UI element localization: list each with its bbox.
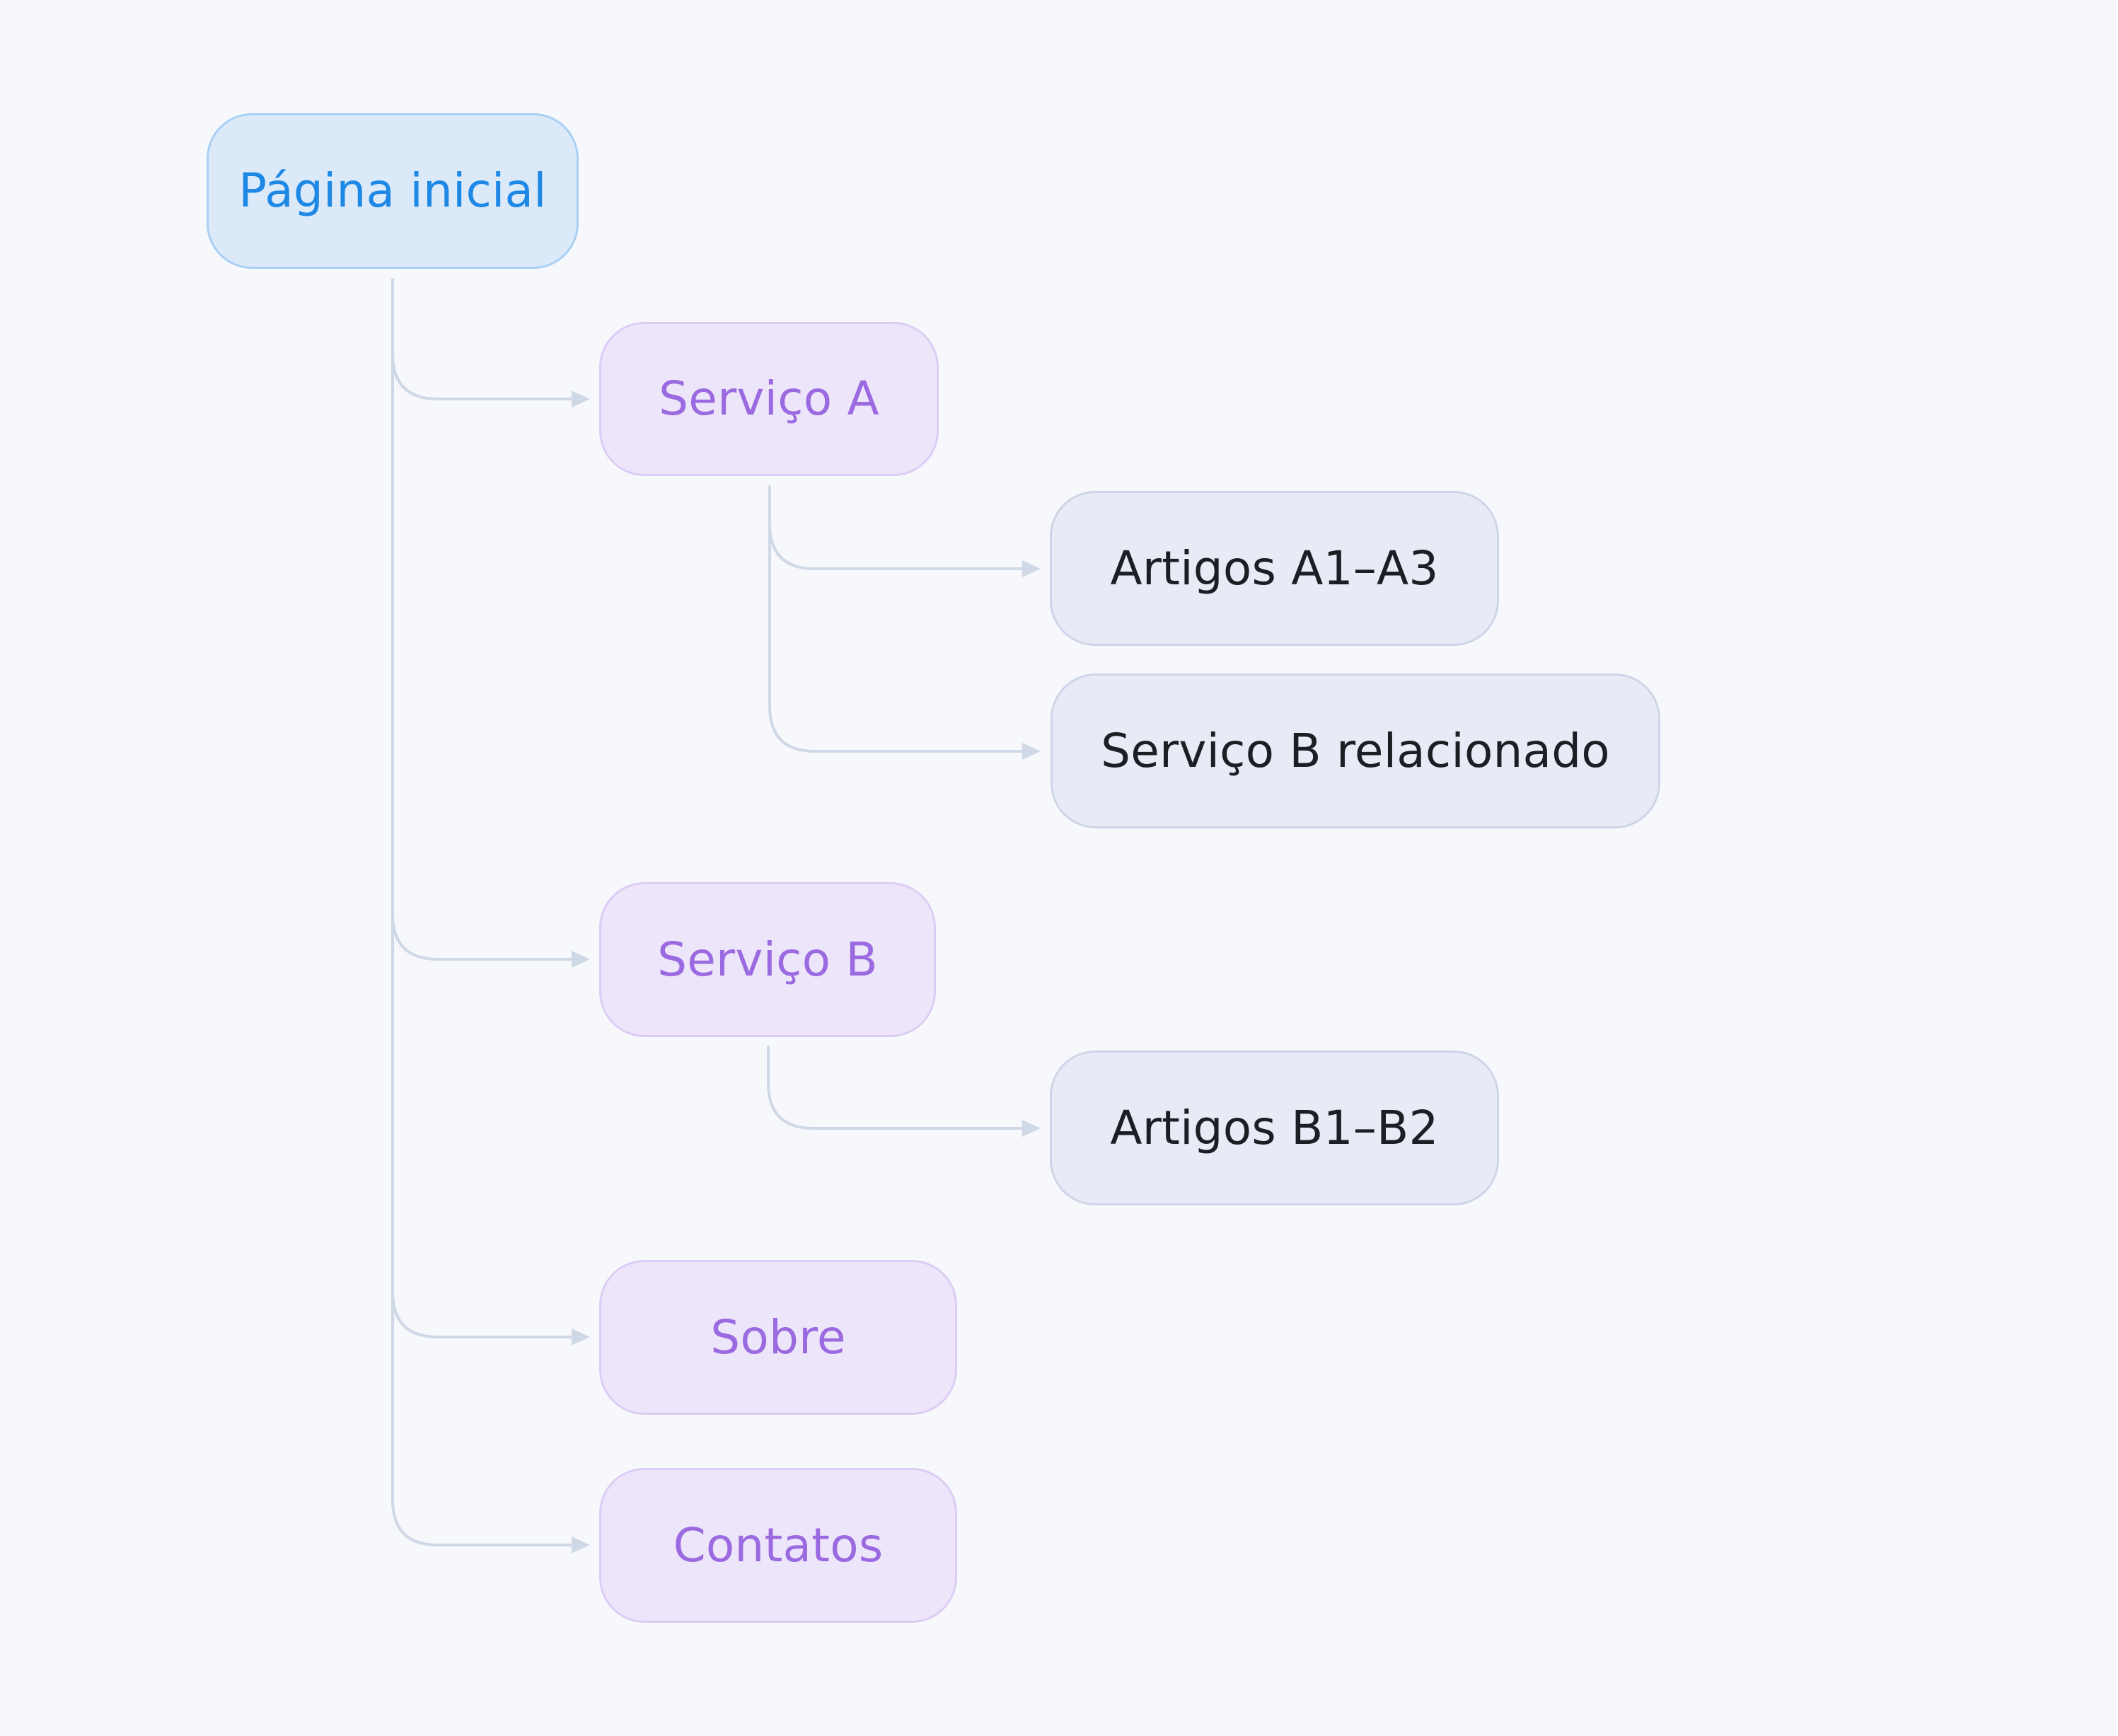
connector-service-a-to-articles-a [768,522,1031,570]
node-articles-b-label: Artigos B1–B2 [1110,1100,1439,1155]
node-articles-b: Artigos B1–B2 [1050,1051,1499,1205]
connector-service-b-to-articles-b-arrow [1022,1120,1041,1137]
node-service-a: Serviço A [599,322,939,476]
node-about-label: Sobre [710,1309,846,1365]
connector-home-to-about [391,1290,580,1338]
connector-home-to-about-arrow [572,1329,590,1346]
node-service-a-label: Serviço A [659,371,879,426]
connector-service-a-to-related-b-arrow [1022,743,1041,760]
connector-service-b-to-articles-b [767,1046,1031,1130]
node-home-page: Página inicial [207,113,579,269]
node-related-service-b-label: Serviço B relacionado [1101,723,1610,778]
connector-home-to-service-a [391,352,580,400]
node-contacts-label: Contatos [673,1517,884,1573]
connector-service-a-to-articles-a-arrow [1022,560,1041,577]
node-contacts: Contatos [599,1468,957,1623]
node-related-service-b: Serviço B relacionado [1051,673,1660,828]
connector-service-a-trunk [768,485,1031,753]
node-service-b-label: Serviço B [657,932,878,987]
node-articles-a-label: Artigos A1–A3 [1110,540,1439,596]
connector-home-to-contacts-arrow [572,1537,590,1553]
node-about: Sobre [599,1260,957,1415]
node-service-b: Serviço B [599,882,936,1037]
connector-trunk-home [391,278,580,1546]
node-home-page-label: Página inicial [238,163,547,218]
connector-home-to-service-b [391,913,580,961]
connector-home-to-service-a-arrow [572,390,590,407]
node-articles-a: Artigos A1–A3 [1050,491,1499,646]
connector-home-to-service-b-arrow [572,951,590,968]
